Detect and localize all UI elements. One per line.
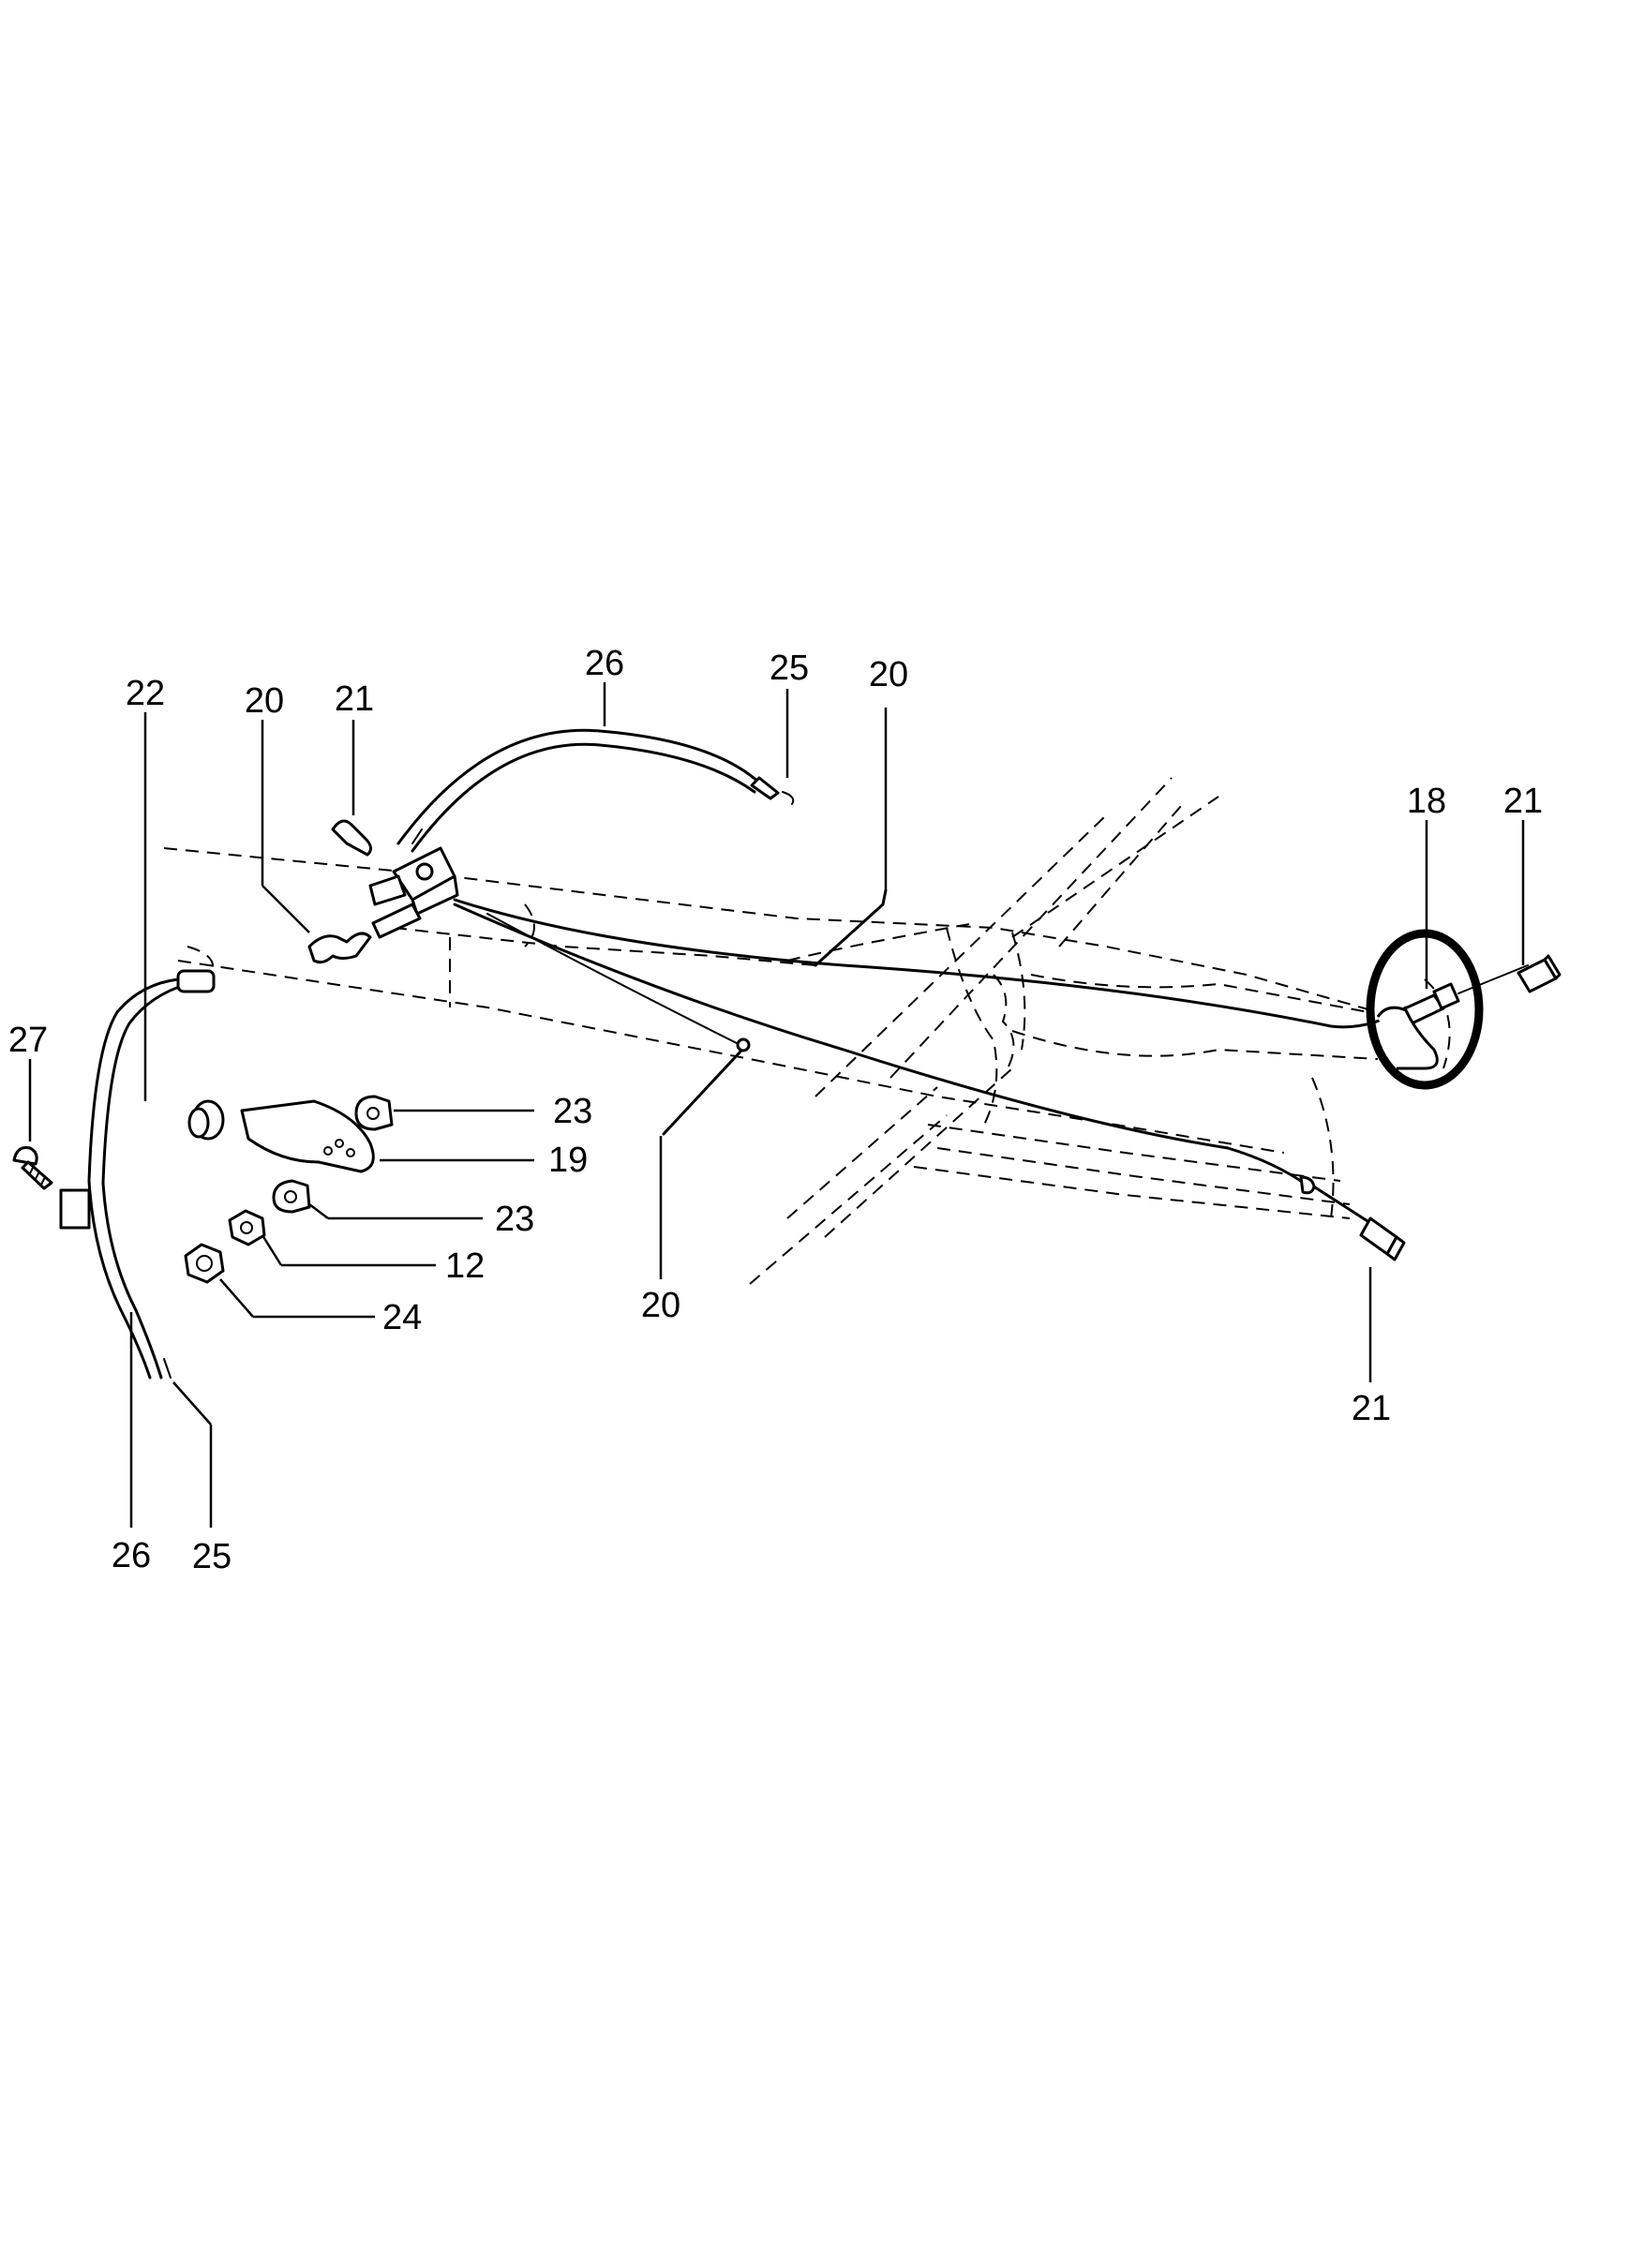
- callout-23-a: 23: [553, 1092, 592, 1131]
- callout-20-mid: 20: [641, 1286, 680, 1325]
- part-22-bushing: [187, 1099, 225, 1141]
- part-18-adjuster: [1376, 964, 1529, 1070]
- clip-21-topleft: [331, 819, 372, 857]
- callout-labels: 26 25 20 22 20 21 18 21 27 23 19 23 12 2…: [8, 644, 1543, 1576]
- main-cables: [453, 898, 1408, 1230]
- part-27-screw: [12, 1146, 53, 1190]
- callout-23-b: 23: [495, 1200, 534, 1239]
- callout-26-top: 26: [585, 644, 624, 683]
- callout-19: 19: [548, 1141, 588, 1180]
- part-24-nut: [184, 1243, 225, 1284]
- leader-lines: [28, 682, 1525, 1528]
- cable-26-upper: [396, 728, 795, 853]
- callout-26-bottom: 26: [112, 1536, 151, 1575]
- callout-21-topleft: 21: [335, 679, 374, 719]
- callout-21-right: 21: [1503, 782, 1543, 821]
- callout-18: 18: [1407, 782, 1446, 821]
- highlight-circle-18: [1366, 929, 1484, 1090]
- part-23-washer-b: [272, 1179, 311, 1214]
- cable-end-21-right: [1517, 954, 1562, 993]
- clip-27-bracket: [59, 1188, 91, 1230]
- pin-20-mid: [662, 1037, 751, 1136]
- pin-20-topright: [814, 888, 888, 967]
- cable-26-left: [59, 969, 216, 1380]
- clip-20-topleft: [307, 903, 422, 964]
- callout-22: 22: [126, 674, 165, 713]
- callout-20-topleft: 20: [245, 681, 284, 721]
- cable-end-21-bottom: [1299, 1175, 1406, 1261]
- callout-24: 24: [382, 1298, 422, 1337]
- callout-25-top: 25: [770, 649, 809, 688]
- callout-12: 12: [445, 1246, 485, 1286]
- part-19-lever: [240, 1099, 375, 1173]
- callout-25-bottom: 25: [192, 1537, 232, 1576]
- part-23-washer-a: [354, 1095, 394, 1131]
- body-outline: [163, 777, 1451, 1285]
- callout-20-topright: 20: [869, 655, 908, 694]
- bracket-assembly: [368, 828, 459, 916]
- part-12-washer: [228, 1209, 266, 1246]
- callout-21-bottom: 21: [1352, 1389, 1391, 1428]
- callout-27: 27: [8, 1021, 48, 1060]
